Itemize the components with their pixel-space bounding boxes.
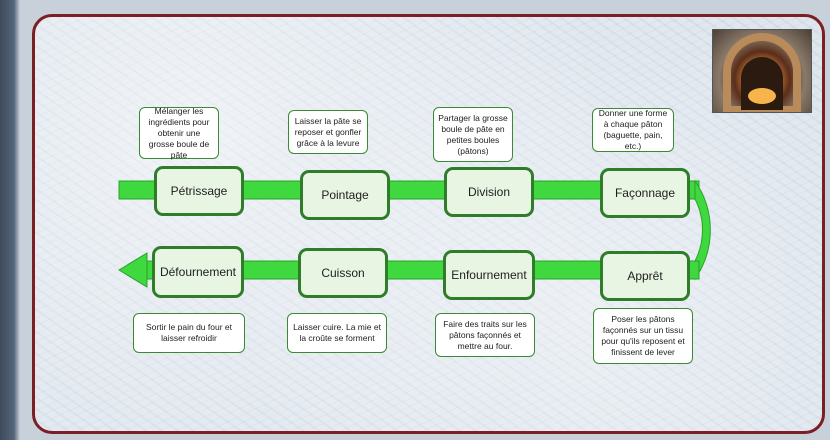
step-petrissage: Pétrissage [154,166,244,216]
flow-arrow [118,179,711,288]
note-defournement: Sortir le pain du four et laisser refroi… [133,313,245,353]
step-appret: Apprêt [600,251,690,301]
oven-arch-icon [723,33,801,114]
step-pointage: Pointage [300,170,390,220]
step-defournement: Défournement [152,246,244,298]
step-cuisson: Cuisson [298,248,388,298]
note-appret: Poser les pâtons façonnés sur un tissu p… [593,308,693,364]
flow-arrow-head [118,252,148,288]
step-faconnage: Façonnage [600,168,690,218]
slide: Mélanger les ingrédients pour obtenir un… [32,14,825,434]
note-division: Partager la grosse boule de pâte en peti… [433,107,513,162]
note-pointage: Laisser la pâte se reposer et gonfler gr… [288,110,368,154]
step-enfournement: Enfournement [443,250,535,300]
step-division: Division [444,167,534,217]
bread-oven-photo [712,29,812,114]
note-enfournement: Faire des traits sur les pâtons façonnés… [435,313,535,357]
note-faconnage: Donner une forme à chaque pâton (baguett… [592,108,674,152]
note-petrissage: Mélanger les ingrédients pour obtenir un… [139,106,219,160]
note-cuisson: Laisser cuire. La mie et la croûte se fo… [287,313,387,353]
